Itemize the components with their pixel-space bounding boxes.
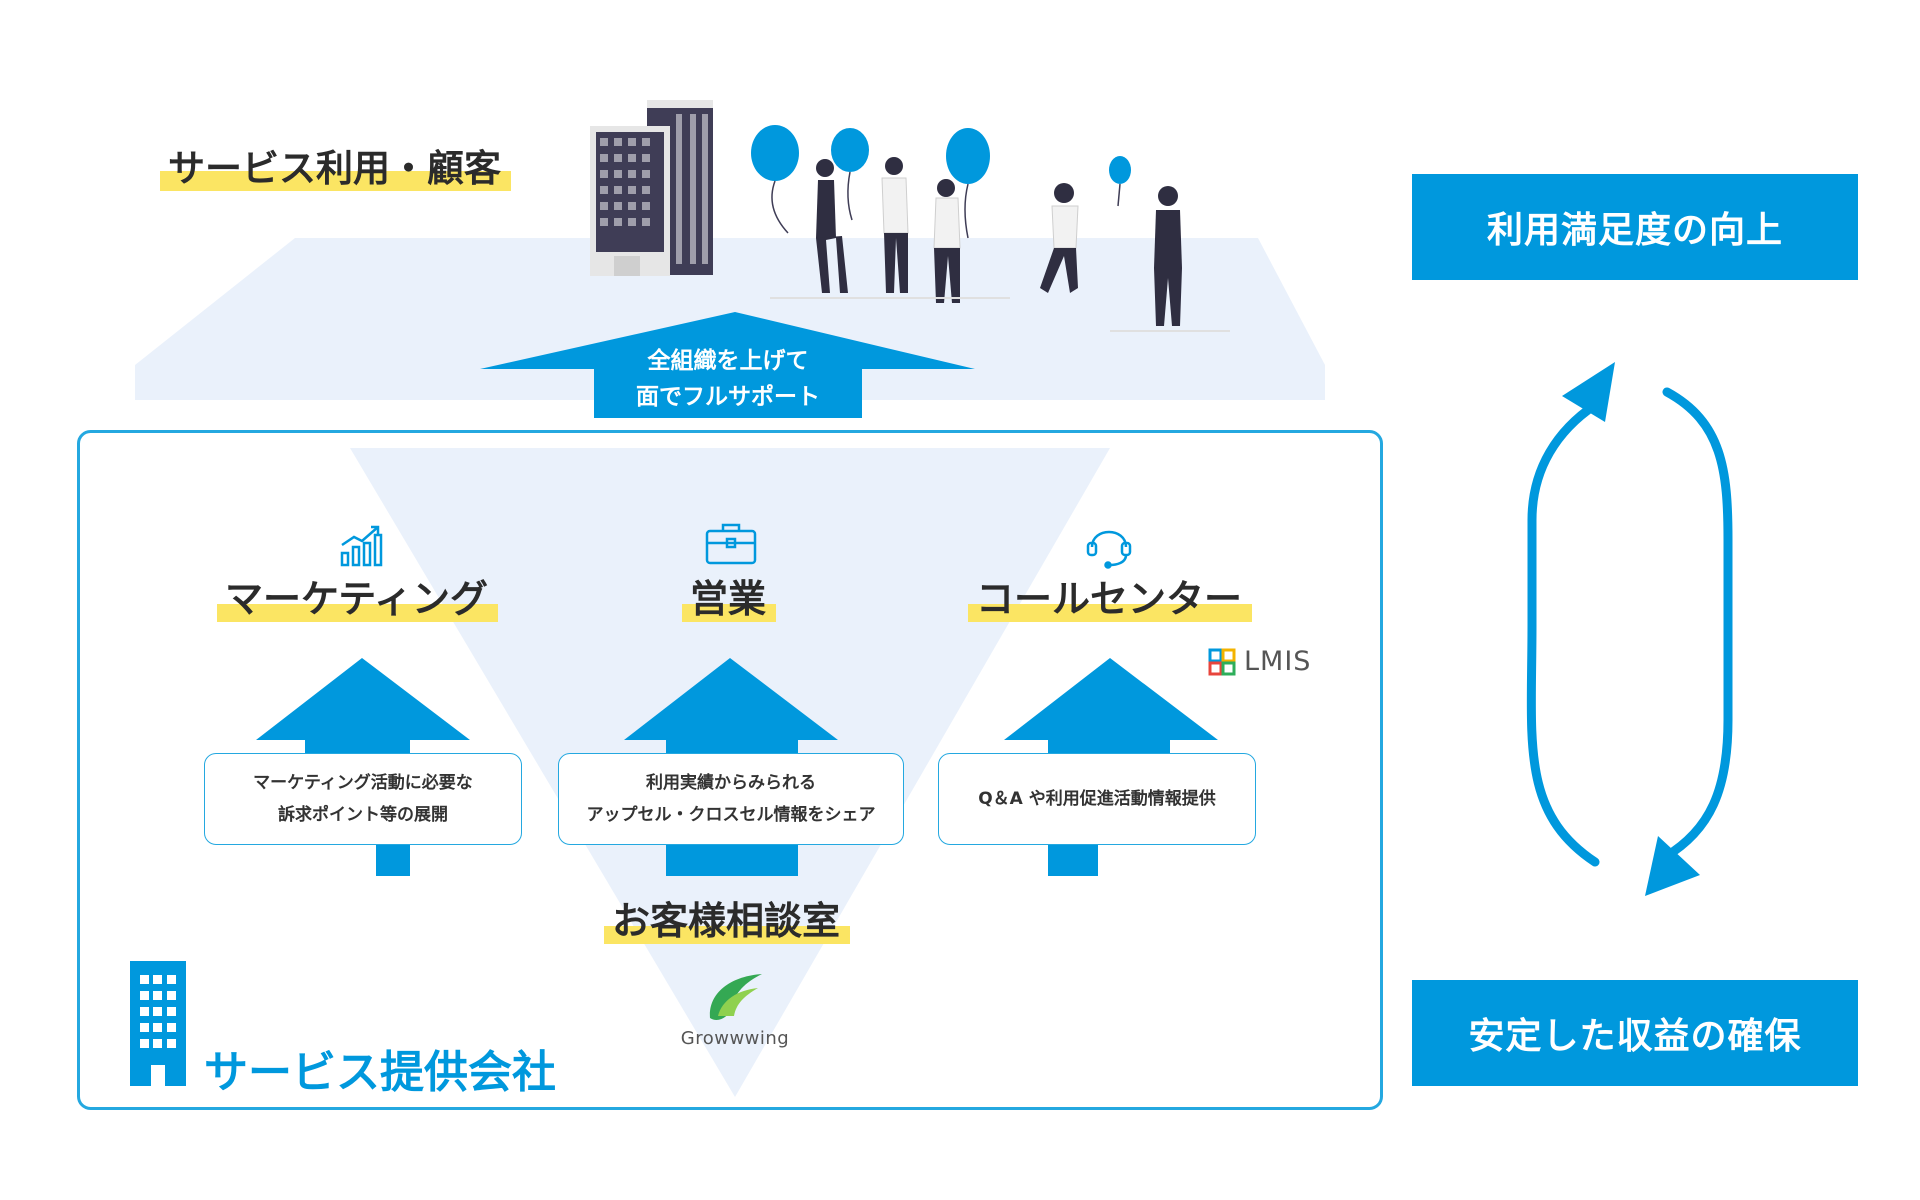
lmis-logo-text: LMIS	[1244, 646, 1312, 677]
card-line: マーケティング活動に必要な	[253, 773, 473, 793]
support-arrow	[480, 312, 975, 418]
customers-illustration	[590, 100, 1230, 332]
card-line: 訴求ポイント等の展開	[278, 805, 448, 825]
lmis-logo: LMIS	[1208, 646, 1311, 677]
company-name: サービス提供会社	[204, 1047, 556, 1098]
info-card-sales: 利用実績からみられる アップセル・クロスセル情報をシェア	[558, 753, 904, 845]
customer-label: サービス利用・顧客	[160, 150, 511, 191]
lmis-logo-icon	[1208, 648, 1236, 675]
cycle-arrow-left	[1526, 400, 1600, 867]
growwing-logo: Growwwing	[670, 970, 800, 1049]
support-arrow-line1: 全組織を上げて	[647, 348, 809, 374]
headset-icon	[1086, 530, 1132, 569]
company-building-icon	[130, 961, 186, 1086]
card-line: アップセル・クロスセル情報をシェア	[586, 805, 876, 825]
growwing-logo-text: Growwwing	[680, 1028, 790, 1049]
department-label-marketing: マーケティング	[217, 580, 498, 622]
growth-chart-icon	[340, 525, 383, 567]
info-card-callcenter: Q＆A や利用促進活動情報提供	[938, 753, 1256, 845]
company-frame	[77, 430, 1383, 1110]
briefcase-icon	[705, 523, 757, 565]
revenue-box: 安定した収益の確保	[1412, 980, 1858, 1086]
satisfaction-box: 利用満足度の向上	[1412, 174, 1858, 280]
people-icon	[816, 157, 1182, 326]
consultation-label: お客様相談室	[604, 902, 851, 944]
building-icon	[590, 100, 713, 276]
card-line: 利用実績からみられる	[646, 773, 816, 793]
balloon-icon	[751, 125, 1131, 184]
cycle-arrow-right	[1660, 387, 1733, 862]
card-line: Q＆A や利用促進活動情報提供	[978, 789, 1216, 809]
leaf-icon	[709, 974, 762, 1020]
department-label-sales: 営業	[682, 580, 777, 622]
info-card-marketing: マーケティング活動に必要な 訴求ポイント等の展開	[204, 753, 522, 845]
department-label-callcenter: コールセンター	[968, 580, 1253, 622]
support-arrow-line2: 面でフルサポート	[636, 384, 820, 410]
support-arrow-text: 全組織を上げて 面でフルサポート	[594, 343, 862, 415]
